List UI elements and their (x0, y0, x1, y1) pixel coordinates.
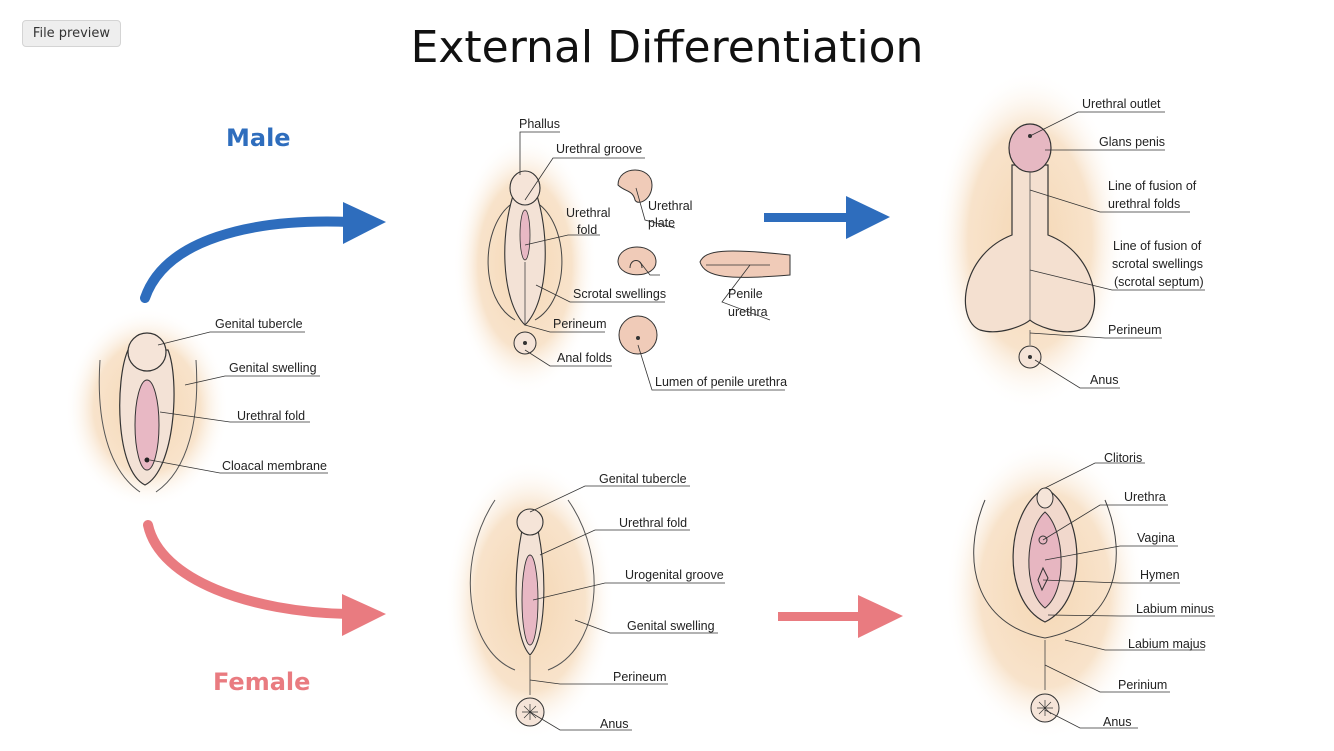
label-fusion-scrotal-line1: Line of fusion of (1113, 239, 1202, 253)
label-cloacal-membrane: Cloacal membrane (222, 459, 327, 473)
page-title: External Differentiation (410, 22, 924, 73)
label-urogenital-groove: Urogenital groove (625, 568, 724, 582)
label-anus-female-intermediate: Anus (600, 717, 629, 731)
label-fusion-urethral-folds-line1: Line of fusion of (1108, 179, 1197, 193)
female-curved-arrow (143, 520, 386, 636)
label-urethral-plate-line1: Urethral (648, 199, 692, 213)
label-fusion-scrotal-line3: (scrotal septum) (1114, 275, 1204, 289)
label-genital-swelling-female: Genital swelling (627, 619, 715, 633)
female-label: Female (213, 668, 311, 696)
label-perineum-female-intermediate: Perineum (613, 670, 667, 684)
label-clitoris: Clitoris (1104, 451, 1142, 465)
label-urethral-fold-line1: Urethral (566, 206, 610, 220)
female-intermediate-illustration (445, 460, 615, 740)
male-intermediate-illustration (453, 135, 791, 395)
label-urethral-outlet: Urethral outlet (1082, 97, 1161, 111)
label-genital-tubercle-female: Genital tubercle (599, 472, 687, 486)
label-urethral-fold-line2: fold (577, 223, 597, 237)
male-straight-arrow (764, 196, 890, 239)
label-perineum-male-intermediate: Perineum (553, 317, 607, 331)
label-urethral-plate-line2: plate (648, 216, 675, 230)
label-urethral-fold-female: Urethral fold (619, 516, 687, 530)
label-penile-urethra-line1: Penile (728, 287, 763, 301)
indifferent-leaders (149, 331, 328, 474)
male-final-leaders (1029, 111, 1205, 389)
label-perinium: Perinium (1118, 678, 1167, 692)
label-anus-female-final: Anus (1103, 715, 1132, 729)
label-lumen-penile-urethra: Lumen of penile urethra (655, 375, 787, 389)
label-genital-swelling: Genital swelling (229, 361, 317, 375)
label-fusion-urethral-folds-line2: urethral folds (1108, 197, 1180, 211)
label-phallus: Phallus (519, 117, 560, 131)
label-penile-urethra-line2: urethra (728, 305, 768, 319)
female-final-leaders (1042, 462, 1215, 729)
label-labium-minus: Labium minus (1136, 602, 1214, 616)
label-anus-male: Anus (1090, 373, 1119, 387)
male-final-illustration (935, 70, 1125, 410)
label-urethral-fold: Urethral fold (237, 409, 305, 423)
label-hymen: Hymen (1140, 568, 1180, 582)
male-label: Male (226, 124, 291, 152)
label-glans-penis: Glans penis (1099, 135, 1165, 149)
label-anal-folds: Anal folds (557, 351, 612, 365)
female-straight-arrow (778, 595, 903, 638)
indifferent-stage-illustration (65, 308, 229, 508)
male-curved-arrow (140, 202, 386, 303)
file-preview-button[interactable]: File preview (22, 20, 121, 47)
label-genital-tubercle: Genital tubercle (215, 317, 303, 331)
label-urethral-groove: Urethral groove (556, 142, 642, 156)
label-urethra: Urethra (1124, 490, 1166, 504)
female-final-illustration (945, 440, 1145, 740)
male-intermediate-leaders (519, 131, 785, 391)
label-perineum-male-final: Perineum (1108, 323, 1162, 337)
label-scrotal-swellings: Scrotal swellings (573, 287, 666, 301)
label-fusion-scrotal-line2: scrotal swellings (1112, 257, 1203, 271)
label-labium-majus: Labium majus (1128, 637, 1206, 651)
female-intermediate-leaders (529, 485, 725, 731)
label-vagina: Vagina (1137, 531, 1175, 545)
